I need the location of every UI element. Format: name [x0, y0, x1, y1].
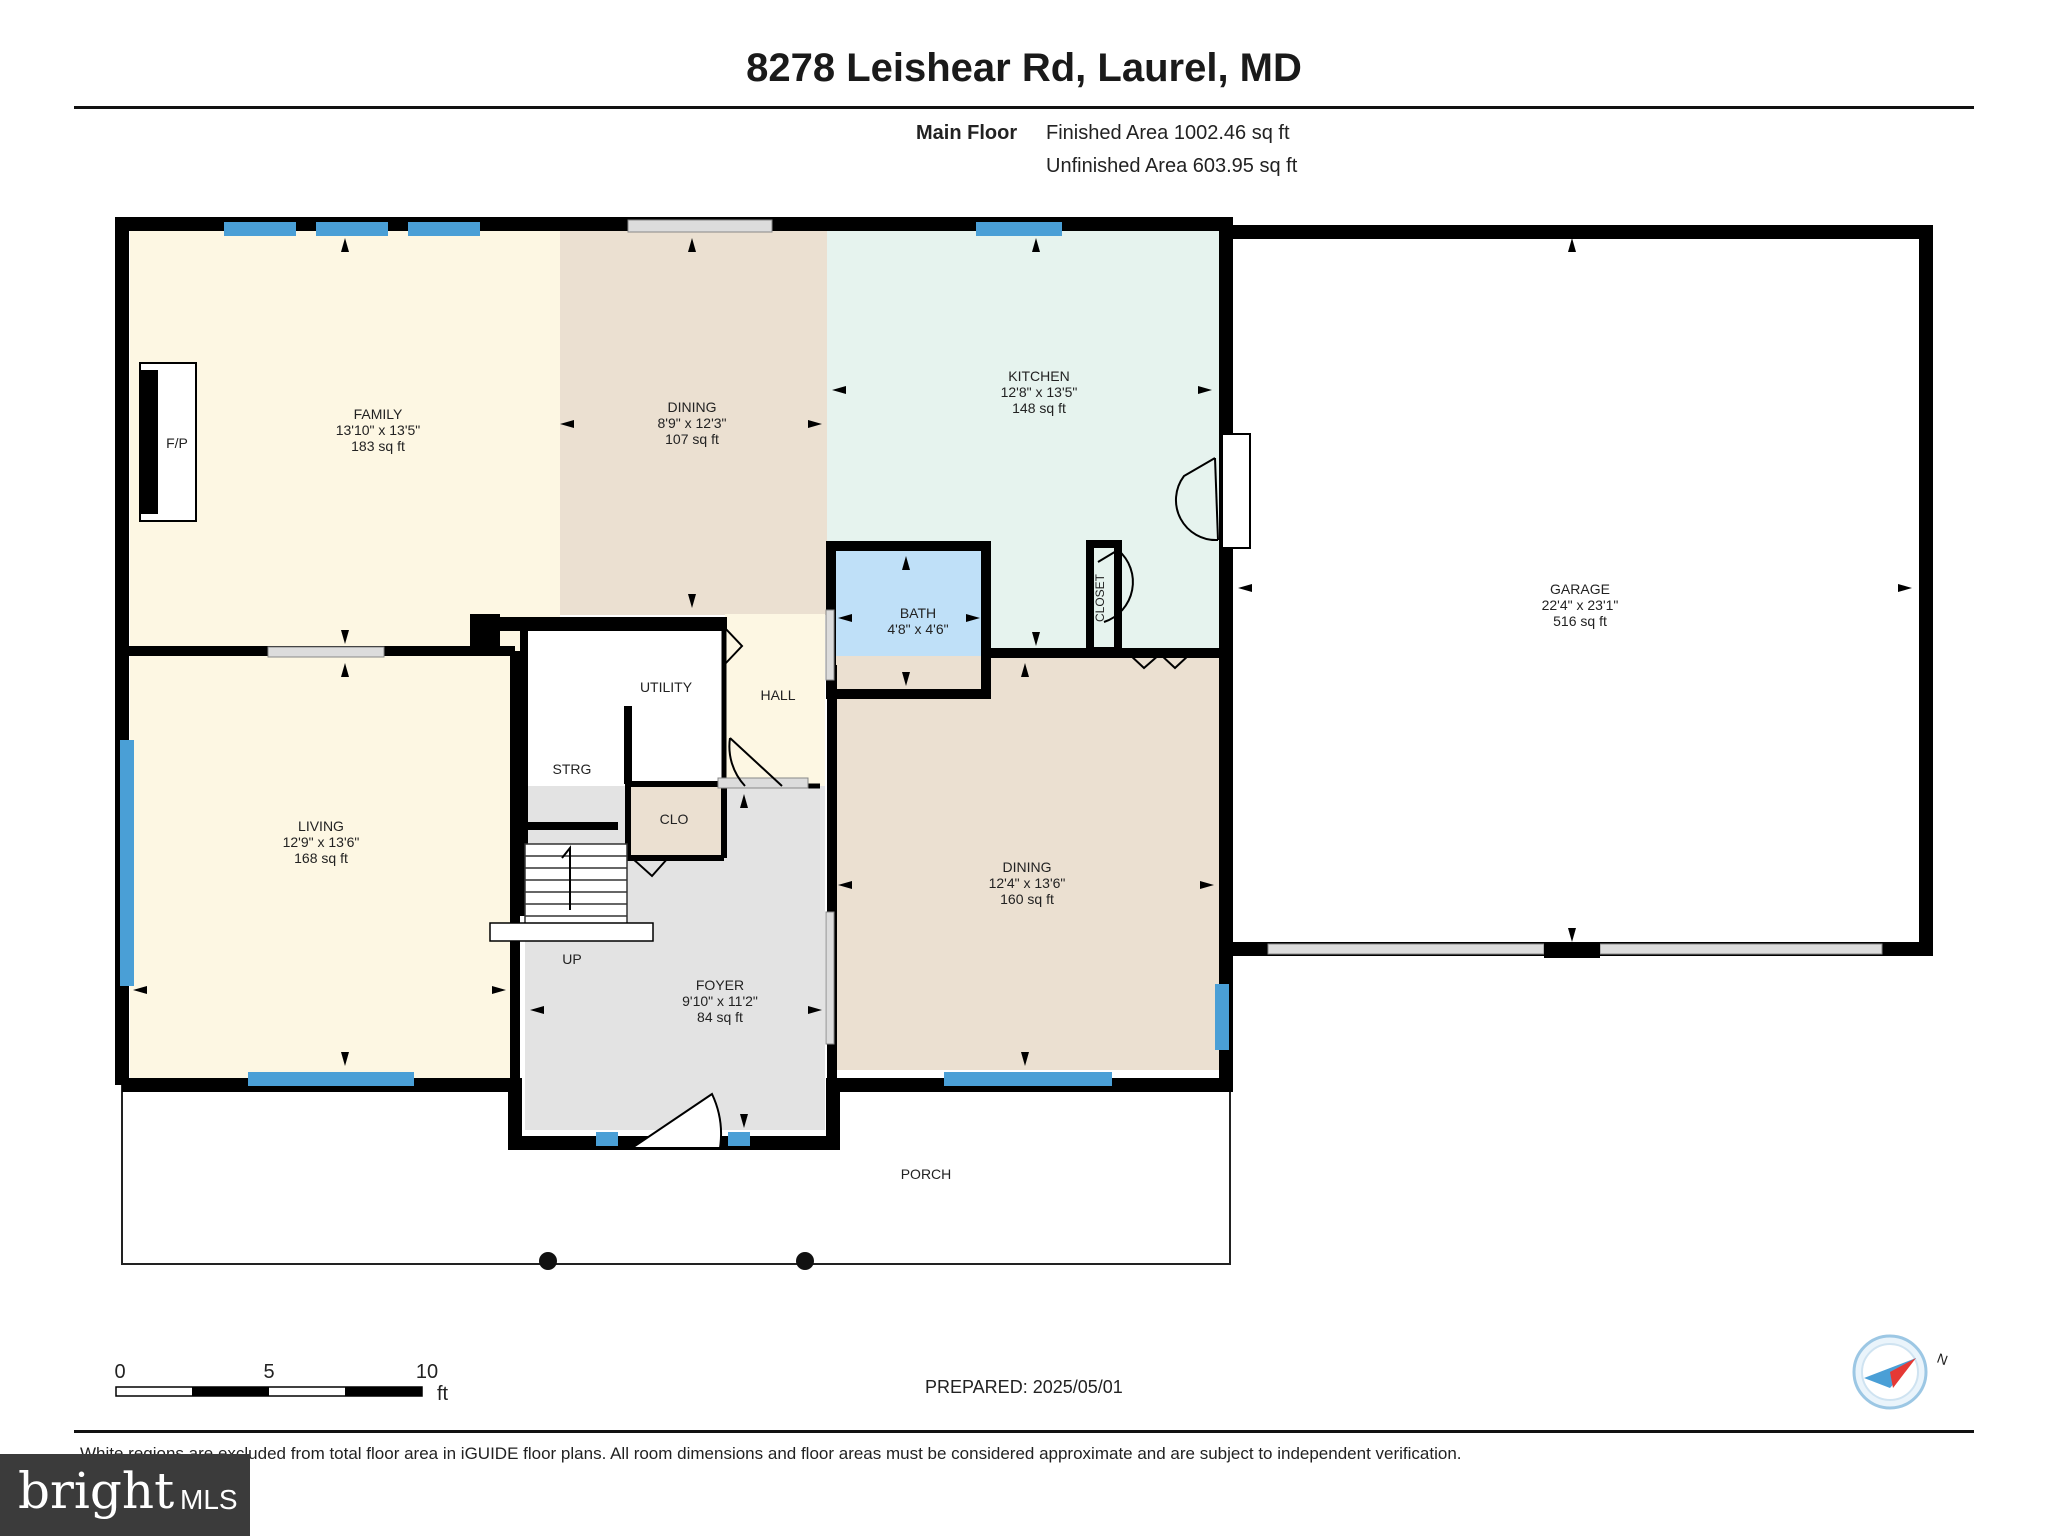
openings [267, 219, 1883, 1045]
kitchen-name: KITCHEN [1008, 368, 1069, 384]
disclaimer: White regions are excluded from total fl… [80, 1444, 1462, 1463]
dining-room-lower [827, 656, 1227, 1070]
family-area: 183 sq ft [351, 438, 405, 454]
fireplace-firebox [140, 370, 158, 514]
title-rule [74, 106, 1974, 109]
compass-label: N [1935, 1350, 1950, 1368]
up-label: UP [562, 951, 581, 967]
family-name: FAMILY [354, 406, 403, 422]
living-dims: 12'9" x 13'6" [283, 834, 360, 850]
dimension-arrows [133, 238, 1912, 1128]
scale-tick-0: 0 [114, 1361, 125, 1383]
living-name: LIVING [298, 818, 344, 834]
unfinished-area: Unfinished Area 603.95 sq ft [1046, 155, 1298, 177]
garage-area: 516 sq ft [1553, 613, 1607, 629]
compass-icon: N [1852, 1334, 1950, 1410]
fp-label: F/P [166, 435, 188, 451]
porch-post [796, 1252, 814, 1270]
kitchen-dims: 12'8" x 13'5" [1001, 384, 1078, 400]
scale-bar: 0 5 10 ft [114, 1361, 448, 1405]
hall-area [725, 614, 825, 786]
porch-label: PORCH [901, 1166, 952, 1182]
stairs [489, 843, 654, 942]
porch-post [539, 1252, 557, 1270]
finished-area: Finished Area 1002.46 sq ft [1046, 122, 1290, 144]
clo-room [631, 786, 724, 858]
foyer-area: 84 sq ft [697, 1009, 743, 1025]
prepared-date: PREPARED: 2025/05/01 [925, 1377, 1123, 1397]
family-room [130, 231, 560, 651]
dining2-dims: 12'4" x 13'6" [989, 875, 1066, 891]
page-title: 8278 Leishear Rd, Laurel, MD [746, 46, 1302, 90]
brightmls-logo: bright MLS [0, 1454, 250, 1536]
logo-word: bright [18, 1462, 175, 1520]
floor-name: Main Floor [916, 122, 1018, 144]
doors [628, 433, 1251, 1149]
strg-label: STRG [553, 761, 592, 777]
dining2-area: 160 sq ft [1000, 891, 1054, 907]
scale-tick-5: 5 [263, 1361, 274, 1383]
dining1-dims: 8'9" x 12'3" [658, 415, 727, 431]
footer-rule [74, 1430, 1974, 1433]
dining2-name: DINING [1003, 859, 1052, 875]
windows [120, 222, 1229, 1146]
bath-name: BATH [900, 605, 936, 621]
garage-dims: 22'4" x 23'1" [1542, 597, 1619, 613]
kitchen-area: 148 sq ft [1012, 400, 1066, 416]
garage-name: GARAGE [1550, 581, 1610, 597]
living-room [130, 656, 510, 1078]
closet-label: CLOSET [1093, 573, 1107, 622]
foyer-name: FOYER [696, 977, 744, 993]
porch-outline [121, 1085, 1231, 1265]
dining-room-upper [560, 231, 827, 615]
scale-tick-10: 10 [416, 1361, 438, 1383]
dining1-area: 107 sq ft [665, 431, 719, 447]
foyer-dims: 9'10" x 11'2" [682, 993, 758, 1009]
dining1-name: DINING [668, 399, 717, 415]
living-area: 168 sq ft [294, 850, 348, 866]
hall-label: HALL [760, 687, 795, 703]
scale-unit: ft [437, 1383, 449, 1405]
garage-door-post [1544, 942, 1600, 958]
family-dims: 13'10" x 13'5" [336, 422, 421, 438]
utility-label: UTILITY [640, 679, 693, 695]
bath-dims: 4'8" x 4'6" [887, 621, 948, 637]
clo-label: CLO [660, 811, 689, 827]
logo-mls: MLS [180, 1484, 238, 1515]
